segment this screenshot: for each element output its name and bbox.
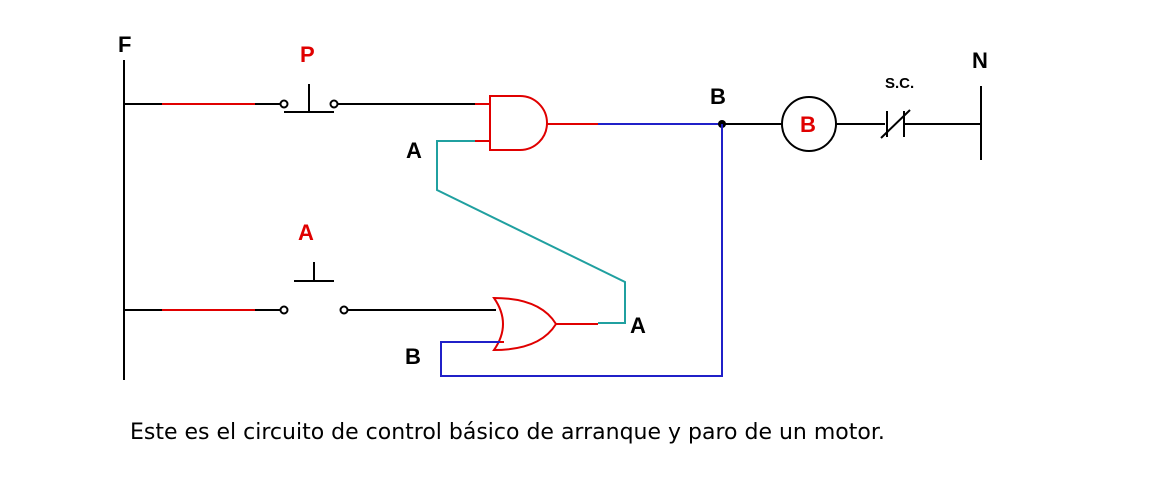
label-p: P [300,42,315,67]
wire-feedback-a [436,140,626,324]
label-a-and-input: A [406,138,422,163]
wire-feedback-b [440,124,723,377]
label-sc: S.C. [885,75,914,92]
label-f: F [118,32,131,57]
pushbutton-p [279,84,339,113]
and-gate [475,95,598,151]
or-gate [492,296,598,352]
label-b-or-input: B [405,344,421,369]
label-n: N [972,48,988,73]
label-a-button: A [298,220,314,245]
label-a-or-output: A [630,313,646,338]
pushbutton-a [279,262,349,315]
label-b-motor: B [800,112,816,137]
caption-text: Este es el circuito de control básico de… [130,420,885,445]
label-b-node: B [710,84,726,109]
